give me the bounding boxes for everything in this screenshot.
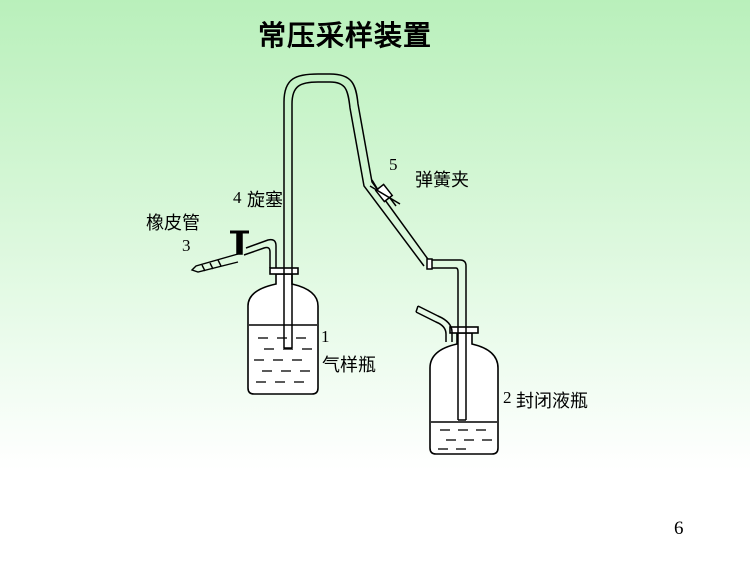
rubber-tube-name-label: 橡皮管 [146, 213, 200, 234]
connecting-tube [283, 73, 431, 349]
page-number: 6 [674, 518, 684, 539]
slide-title: 常压采样装置 [257, 19, 432, 52]
side-tube-with-stopcock [230, 230, 277, 268]
bottle1-number-label: 1 [321, 327, 330, 346]
gas-sample-bottle [247, 267, 319, 395]
clamp-number-label: 5 [389, 155, 398, 174]
stopcock-name-label: 旋塞 [247, 190, 283, 211]
clamp-name-label: 弹簧夹 [415, 170, 469, 191]
bottle2-name-label: 封闭液瓶 [516, 391, 588, 412]
bottle1-name-label: 气样瓶 [322, 355, 376, 376]
bottle2-number-label: 2 [503, 388, 512, 407]
bottle2-inlet-tube [426, 258, 467, 421]
rubber-tube [190, 253, 239, 273]
stopcock-number-label: 4 [233, 188, 242, 207]
bottle2-outlet-tube [415, 305, 453, 342]
sealing-liquid-bottle [429, 326, 499, 455]
rubber-tube-number-label: 3 [182, 236, 191, 255]
spring-clamp [369, 179, 401, 207]
